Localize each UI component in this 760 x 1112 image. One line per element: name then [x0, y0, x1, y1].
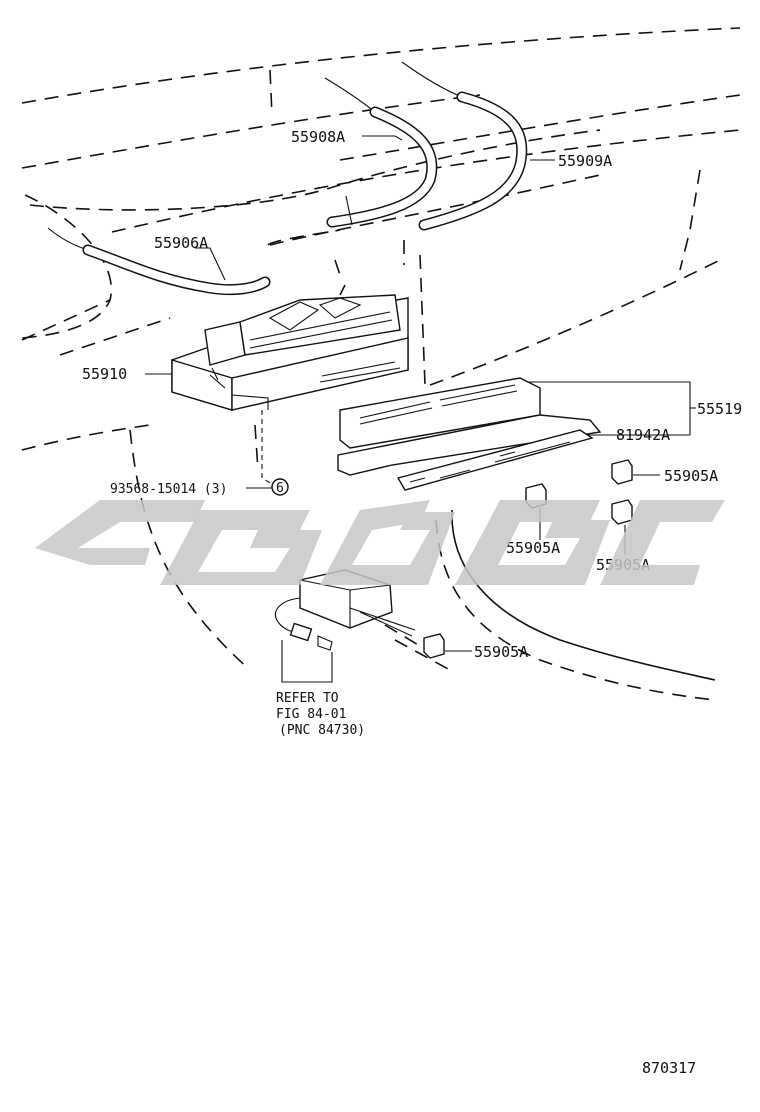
knob-55905a-3 [611, 499, 633, 525]
reference-line-3: (PNC 84730) [279, 723, 365, 738]
reference-line-1: REFER TO [276, 691, 339, 706]
washer-hose-55908a [324, 77, 438, 228]
label-93568-15014: 93568-15014 (3) [110, 482, 227, 497]
reference-line-2: FIG 84-01 [276, 707, 346, 722]
bolt-93568-15014: 6 [271, 478, 289, 496]
label-55905a-1: 55905A [664, 467, 718, 485]
blower-switch-assembly [274, 569, 416, 683]
watermark-logo [35, 500, 725, 585]
washer-hose-55906a [47, 227, 271, 296]
heater-control-assembly-55910 [171, 294, 409, 411]
label-81942a: 81942A [616, 426, 670, 444]
roof-edge [59, 229, 341, 356]
label-55906a: 55906A [154, 234, 208, 252]
figure-number: 870317 [642, 1059, 696, 1077]
knob-55905a-1 [611, 459, 633, 485]
label-55908a: 55908A [291, 128, 345, 146]
label-55910: 55910 [82, 365, 127, 383]
reference-note: REFER TO FIG 84-01 (PNC 84730) [276, 691, 365, 738]
knob-55905a-4 [423, 633, 445, 659]
washer-hose-55909a [401, 61, 528, 231]
control-panel-55519 [337, 377, 602, 491]
label-55519: 55519 [697, 400, 742, 418]
label-55905a-4: 55905A [474, 643, 528, 661]
bolt-symbol: 6 [276, 481, 284, 496]
label-55909a: 55909A [558, 152, 612, 170]
label-55905a-2: 55905A [506, 539, 560, 557]
